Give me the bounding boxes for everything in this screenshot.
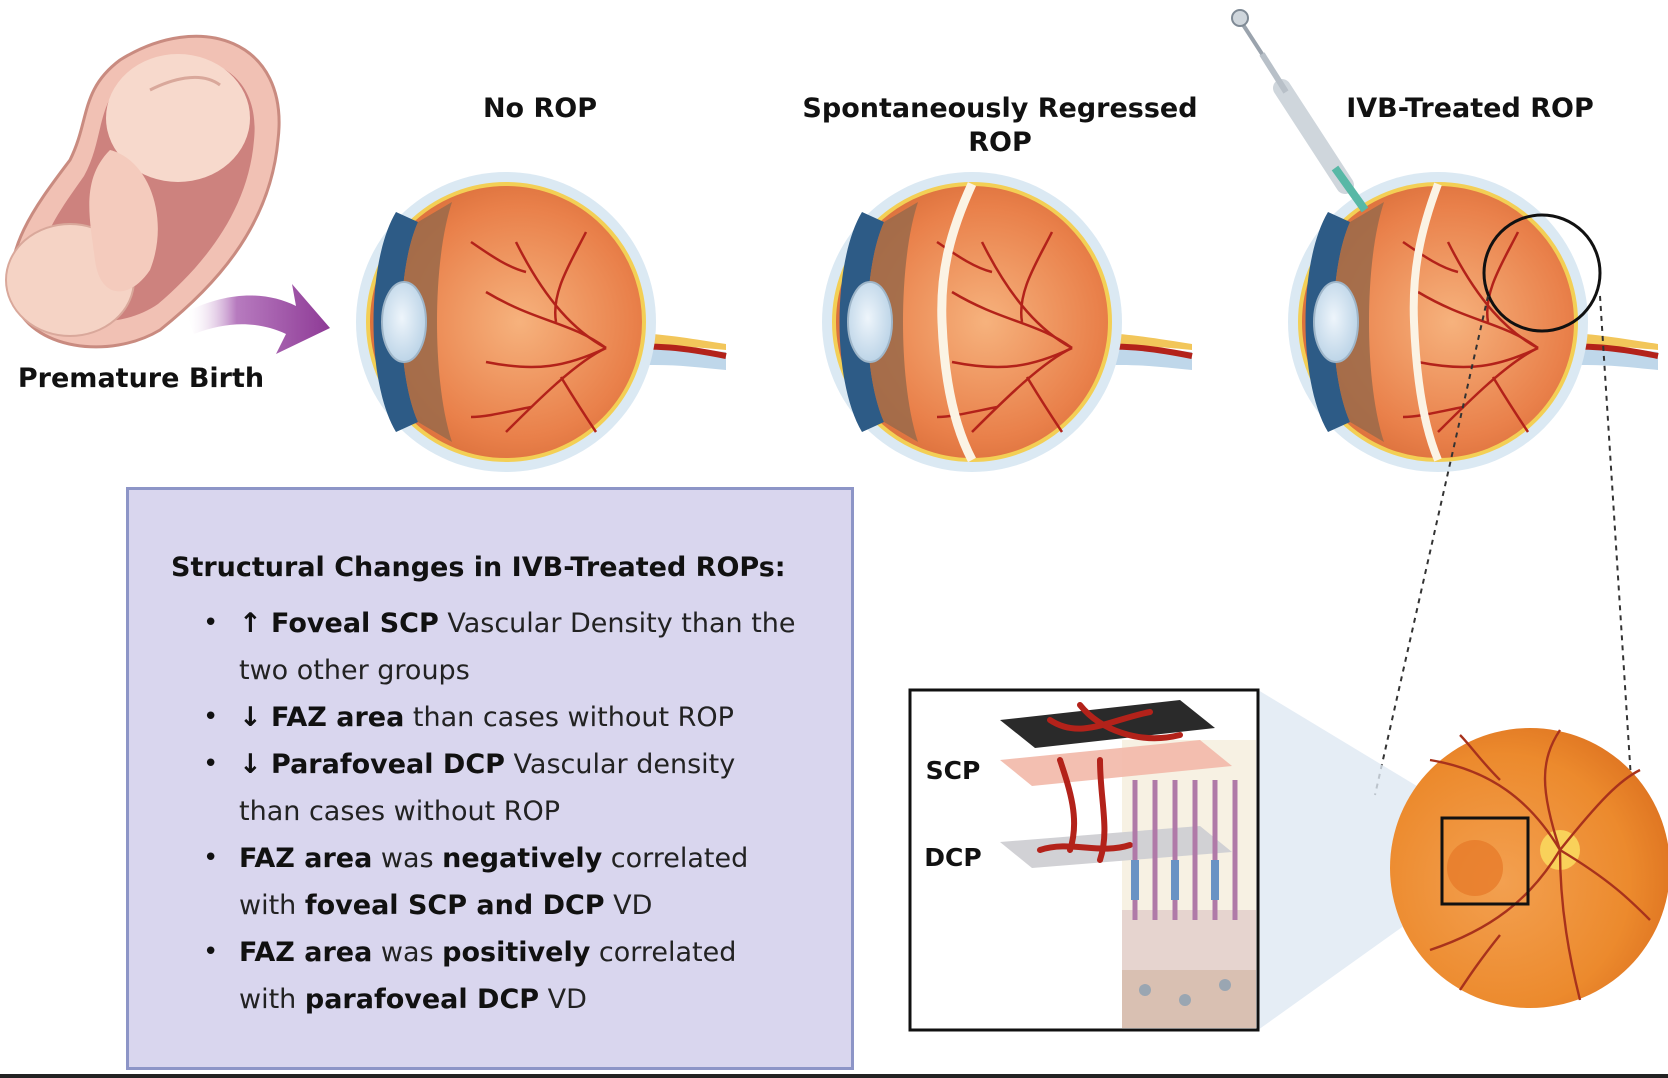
projection-wedge — [1258, 690, 1440, 1030]
finding-item: FAZ area was positively correlated with … — [171, 929, 799, 1023]
finding-text: correlated with — [239, 937, 737, 1015]
label-spontaneously-regressed: Spontaneously Regressed ROP — [790, 92, 1210, 160]
finding-emphasis: negatively — [442, 843, 603, 874]
finding-text: correlated with — [239, 843, 749, 921]
panel-title: Structural Changes in IVB-Treated ROPs: — [171, 552, 786, 583]
label-premature-birth: Premature Birth — [17, 363, 265, 394]
finding-item: FAZ area was negatively correlated with … — [171, 835, 799, 929]
finding-text: VD — [604, 890, 653, 921]
eye-spontaneously-regressed — [822, 172, 1192, 472]
finding-item: ↓ FAZ area than cases without ROP — [171, 694, 799, 741]
finding-emphasis: ↓ FAZ area — [239, 702, 405, 733]
findings-panel: Structural Changes in IVB-Treated ROPs: … — [126, 487, 854, 1070]
finding-emphasis: ↓ Parafoveal DCP — [239, 749, 505, 780]
finding-text: VD — [539, 984, 587, 1015]
findings-list: ↑ Foveal SCP Vascular Density than the t… — [171, 600, 799, 1023]
womb-illustration — [5, 34, 281, 349]
finding-emphasis: parafoveal DCP — [304, 984, 540, 1015]
finding-item: ↑ Foveal SCP Vascular Density than the t… — [171, 600, 799, 694]
birth-arrow — [186, 284, 330, 354]
finding-text: Vascular Density than the two other grou… — [239, 608, 796, 686]
finding-emphasis: positively — [442, 937, 591, 968]
finding-text: was — [372, 937, 443, 968]
finding-emphasis: foveal SCP and DCP — [304, 890, 605, 921]
eye-no-rop — [356, 172, 726, 472]
zoom-circle — [1482, 213, 1602, 333]
finding-emphasis: FAZ area — [239, 843, 373, 874]
label-regressed-line2: ROP — [968, 126, 1032, 158]
finding-item: ↓ Parafoveal DCP Vascular density than c… — [171, 741, 799, 835]
label-no-rop: No ROP — [482, 93, 598, 124]
label-regressed-line1: Spontaneously Regressed — [802, 93, 1198, 124]
finding-emphasis: FAZ area — [239, 937, 373, 968]
syringe-icon — [1231, 9, 1369, 213]
finding-text: was — [372, 843, 443, 874]
finding-text: than cases without ROP — [404, 702, 734, 733]
finding-emphasis: ↑ Foveal SCP — [239, 608, 439, 639]
label-dcp: DCP — [924, 843, 982, 872]
fundus-illustration — [1390, 728, 1668, 1008]
finding-text: Vascular density than cases without ROP — [239, 749, 736, 827]
zoom-line-right — [1599, 295, 1633, 796]
retinal-layers-inset — [908, 688, 1260, 1032]
label-ivb-treated: IVB-Treated ROP — [1346, 93, 1594, 124]
label-scp: SCP — [925, 756, 981, 785]
eye-ivb-treated — [1288, 172, 1658, 472]
bottom-border — [0, 1074, 1668, 1078]
